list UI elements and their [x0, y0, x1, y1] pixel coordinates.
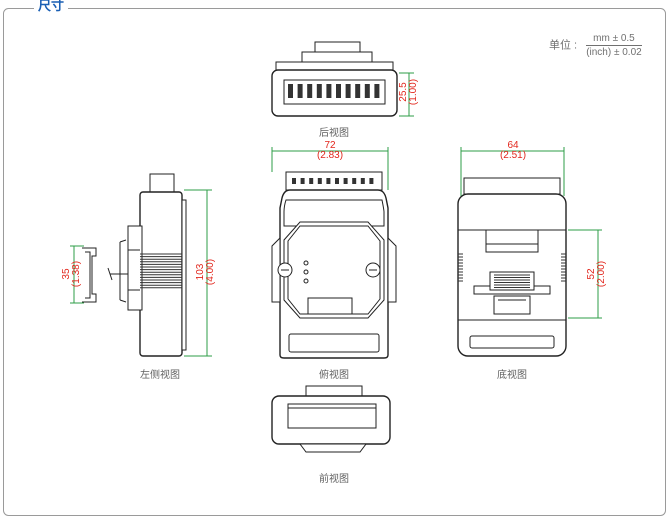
dim-top-width: 72 (2.83)	[310, 141, 350, 161]
terminal-slot	[288, 84, 293, 98]
terminal-slot	[336, 84, 341, 98]
terminal-slot	[364, 84, 370, 98]
caption-left-side-view: 左侧视图	[140, 370, 180, 381]
dim-rail-height: 35 (1.38)	[61, 254, 82, 294]
caption-rear-view: 后视图	[319, 128, 349, 139]
dim-bottom-width: 64 (2.51)	[493, 141, 533, 161]
dimension-lines	[70, 72, 602, 357]
dim-rail-height-inch: (1.38)	[71, 260, 82, 288]
caption-bottom-view: 底视图	[497, 370, 527, 381]
terminal-pin	[292, 178, 296, 184]
terminal-pin	[326, 178, 331, 184]
dim-side-height: 103 (4.00)	[195, 252, 216, 292]
caption-front-view: 前视图	[319, 474, 349, 485]
terminal-slot	[355, 84, 361, 98]
front-view-drawing	[271, 385, 391, 453]
terminal-slot	[307, 84, 313, 98]
terminal-pin	[360, 178, 365, 184]
terminal-pin	[300, 178, 305, 184]
terminal-pin	[343, 178, 348, 184]
dim-bottom-height: 52 (2.00)	[586, 254, 607, 294]
dim-side-height-inch: (4.00)	[205, 258, 216, 286]
unit-mm: mm ± 0.5	[586, 33, 642, 46]
terminal-pin	[335, 178, 339, 184]
terminal-pin	[309, 178, 314, 184]
dim-bottom-width-inch: (2.51)	[499, 150, 527, 161]
terminal-slot	[297, 84, 303, 98]
section-title: 尺寸	[34, 0, 69, 14]
caption-top-view: 俯视图	[319, 370, 349, 381]
dim-top-width-mm: 72	[324, 140, 336, 151]
dim-rear-height-inch: (1.00)	[408, 78, 419, 106]
terminal-slot	[374, 84, 380, 98]
terminal-pin	[369, 178, 374, 184]
bottom-view-drawing	[457, 177, 567, 357]
unit-fraction: mm ± 0.5 (inch) ± 0.02	[586, 33, 642, 58]
frame-border	[3, 8, 666, 516]
dim-bottom-width-mm: 64	[507, 140, 519, 151]
unit-label: 单位 :	[549, 39, 578, 52]
dim-rear-height: 25.5 (1.00)	[398, 72, 419, 112]
terminal-slot	[326, 84, 332, 98]
terminal-slot	[345, 84, 351, 98]
unit-inch: (inch) ± 0.02	[586, 47, 642, 58]
terminal-pin	[352, 178, 357, 184]
unit-legend: 单位 : mm ± 0.5 (inch) ± 0.02	[549, 33, 642, 58]
top-view-drawing	[271, 171, 397, 359]
terminal-pin	[317, 178, 322, 184]
left-side-view-drawing	[82, 173, 187, 357]
rear-view-drawing	[271, 41, 398, 117]
terminal-slot	[316, 84, 322, 98]
dim-top-width-inch: (2.83)	[316, 150, 344, 161]
dim-bottom-height-inch: (2.00)	[596, 260, 607, 288]
